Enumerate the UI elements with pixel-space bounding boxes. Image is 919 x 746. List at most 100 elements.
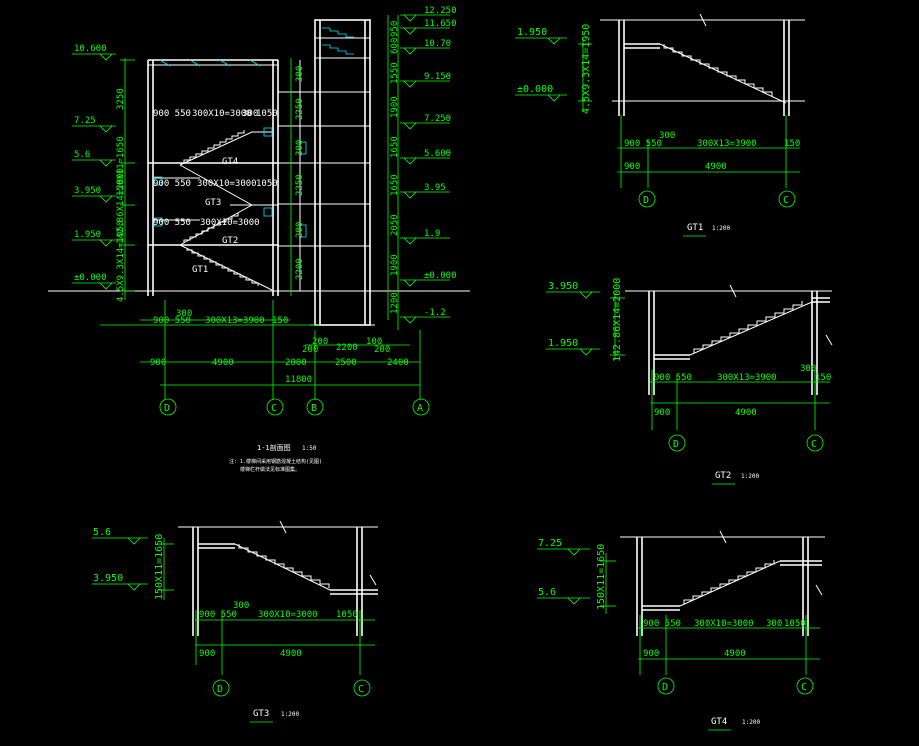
vertical-dimension: 142.86X14=2000 (116, 168, 126, 244)
dimension: 4900 (735, 408, 757, 418)
detail-scale: 1:200 (742, 719, 760, 726)
dimension: 150 (784, 139, 800, 149)
stair-steps (238, 544, 330, 588)
vertical-dimension: 950 (390, 21, 400, 37)
dimension: 300 (766, 619, 782, 629)
elevation-label: 5.6 (93, 527, 111, 538)
elevation-label: 12.250 (424, 6, 457, 16)
elevation-label: 7.25 (74, 116, 96, 126)
vertical-dimension: 1900 (390, 96, 400, 118)
axis-bubble (778, 190, 796, 208)
elevation-label: 10.70 (424, 39, 451, 49)
axis-label: D (643, 195, 649, 206)
bottom-dimension: 300 (176, 309, 192, 319)
section-1-1 (48, 19, 470, 326)
bottom-dimension: 300X13=3900 (205, 316, 265, 326)
dimension: 300 (659, 131, 675, 141)
stair-steps (693, 301, 803, 353)
axis-label: D (217, 684, 223, 695)
detail-title: GT2 (715, 471, 731, 481)
stair-dimension: 300 (242, 109, 258, 119)
vertical-dimension: 300 (295, 66, 305, 82)
stair-dimension: 900 550 (153, 109, 191, 119)
stair-label: GT4 (222, 157, 238, 167)
bottom-dimension: 150 (272, 316, 288, 326)
elevation-label: 5.600 (424, 149, 451, 159)
stair-dimension: 300X10=3000 (197, 179, 257, 189)
elevation-label: 3.950 (93, 573, 123, 584)
vertical-dimension: 1650 (390, 174, 400, 196)
axis-label: D (673, 439, 679, 450)
elevation-label: 5.6 (538, 587, 556, 598)
detail-title: GT3 (253, 709, 269, 719)
axis-label: C (358, 684, 364, 695)
axis-label: A (417, 403, 423, 414)
axis-bubble (796, 677, 814, 695)
stair-dimension: 900 550 (153, 218, 191, 228)
dimension: 1050 (336, 610, 358, 620)
dimension: 900 550 (643, 619, 681, 629)
dimension: 300X13=3900 (697, 139, 757, 149)
vertical-dimension: 4.5X9.3X14=1950 (581, 24, 592, 114)
stair-label: GT1 (192, 265, 208, 275)
overall-dimension: 2400 (387, 358, 409, 368)
stair-steps (683, 560, 775, 604)
detail-scale: 1:200 (712, 225, 730, 232)
gt1-detail: D C 1.950 ±0.000 4.5X9.3X14=1950 900 550… (515, 13, 805, 237)
dimension: 1050 (784, 619, 806, 629)
bottom-dimension: 200 (374, 345, 390, 355)
tower-frame (314, 19, 371, 326)
overall-dimension: 2000 (285, 358, 307, 368)
dimension: 900 (654, 408, 670, 418)
elevation-label: 1.9 (424, 229, 440, 239)
vertical-dimension: 2250 (295, 174, 305, 196)
vertical-dimension: 142.86X14=2000 (612, 278, 623, 362)
axis-bubble (412, 398, 430, 416)
elevation-label: 7.250 (424, 114, 451, 124)
axis-label: C (783, 195, 789, 206)
section-scale: 1:50 (302, 445, 317, 452)
elevation-label: ±0.000 (74, 273, 107, 283)
dimension: 4900 (280, 649, 302, 659)
detail-scale: 1:200 (741, 473, 759, 480)
dimension: 300 (800, 364, 816, 374)
elevation-label: 10.600 (74, 44, 107, 54)
detail-scale: 1:200 (281, 711, 299, 718)
elevation-label: 1.950 (548, 338, 578, 349)
axis-bubble (657, 677, 675, 695)
elevation-label: 9.150 (424, 72, 451, 82)
main-dimension-lines (72, 14, 450, 400)
stair-dimension: 1050 (256, 179, 278, 189)
axis-label: C (811, 439, 817, 450)
dimension: 900 550 (654, 373, 692, 383)
vertical-dimension: 1550 (390, 62, 400, 84)
section-note: 楼梯栏杆做法见标准图集。 (240, 466, 300, 473)
dimension: 900 (643, 649, 659, 659)
axis-bubble (266, 398, 284, 416)
section-title: 1-1剖面图 (257, 443, 291, 452)
main-axes: D C B A (159, 398, 430, 416)
dimension: 4900 (705, 162, 727, 172)
stair-label: GT3 (205, 198, 221, 208)
main-section-text: 10.600 7.25 5.6 3.950 1.950 ±0.000 12.25… (74, 6, 457, 473)
bottom-dimension: 900 550 (153, 316, 191, 326)
axis-bubble (668, 434, 686, 452)
overall-dimension: 11800 (285, 375, 312, 385)
axis-bubble (159, 398, 177, 416)
stair-flight-gt4 (179, 131, 272, 166)
axis-label: B (311, 403, 317, 414)
dimension: 300X13=3900 (717, 373, 777, 383)
vertical-dimension: 1200 (390, 292, 400, 314)
axis-bubble (806, 434, 824, 452)
stair-dimension: 300X10=3000 (200, 218, 260, 228)
elevation-label: 5.6 (74, 150, 90, 160)
axis-bubble (212, 679, 230, 697)
elevation-label: 11.650 (424, 19, 457, 29)
vertical-dimension: 4.5X9.3X14=1950 (116, 221, 126, 302)
axis-label: D (164, 403, 170, 414)
dimension: 300X10=3000 (694, 619, 754, 629)
bottom-dimension: 100 (366, 337, 382, 347)
elevation-label: ±0.000 (517, 84, 553, 95)
gt3-detail: D C 5.6 3.950 150X11=1650 900 550 300 30… (92, 520, 378, 723)
axis-bubble (306, 398, 324, 416)
